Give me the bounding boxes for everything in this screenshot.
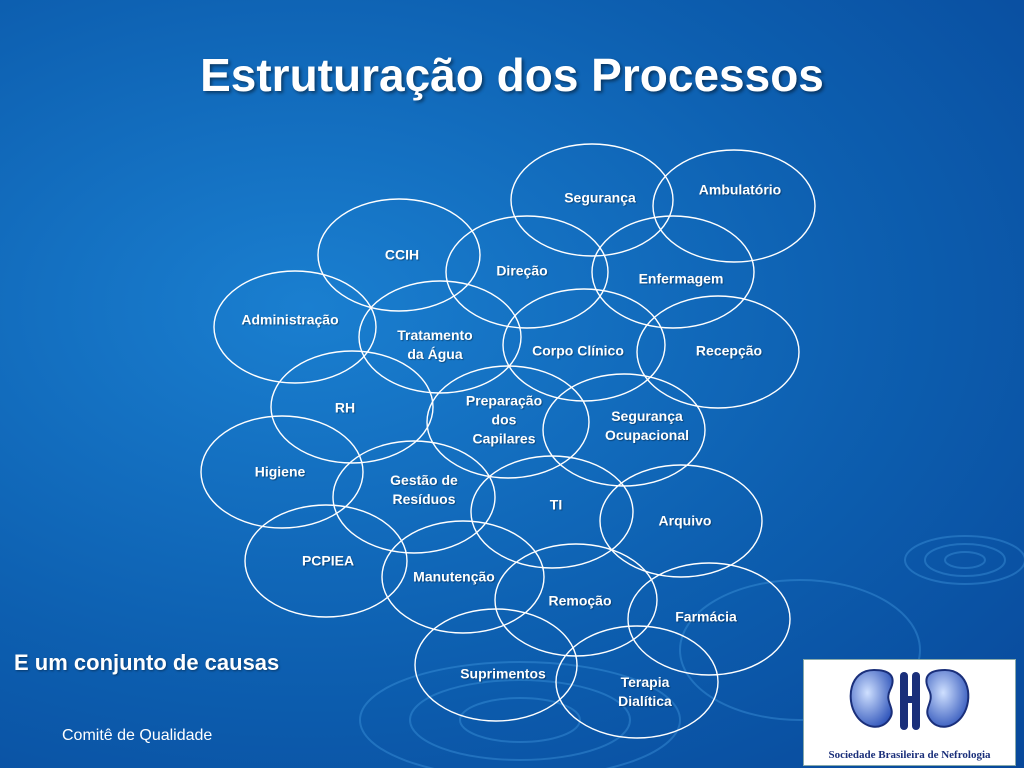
logo-panel: Sociedade Brasileira de Nefrologia (803, 659, 1016, 766)
slide-title: Estruturação dos Processos (200, 49, 824, 101)
process-circle-rh (270, 350, 434, 464)
process-circle-terapia-dialitica (555, 625, 719, 739)
process-circle-manutencao (381, 520, 545, 634)
process-label-manutencao: Manutenção (413, 568, 495, 585)
footer-text: Comitê de Qualidade (62, 727, 213, 744)
process-label-arquivo: Arquivo (658, 512, 712, 529)
process-circle-preparacao-capilares (426, 365, 590, 479)
process-circle-enfermagem (591, 215, 755, 329)
process-label-terapia-dialitica: Terapia Dialítica (618, 674, 672, 709)
process-circle-tratamento-agua (358, 280, 522, 394)
process-circle-direcao (445, 215, 609, 329)
process-label-corpo-clinico: Corpo Clínico (532, 342, 624, 359)
process-label-ambulatorio: Ambulatório (698, 181, 782, 198)
process-label-direcao: Direção (496, 262, 548, 279)
process-label-farmacia: Farmácia (675, 608, 737, 625)
process-label-recepcao: Recepção (695, 342, 763, 359)
nephrology-logo-image (849, 668, 970, 730)
process-circle-ti (470, 455, 634, 569)
process-circle-ambulatorio (652, 149, 816, 263)
process-label-suprimentos: Suprimentos (460, 665, 546, 682)
process-label-ccih: CCIH (384, 246, 420, 263)
process-label-gestao-residuos: Gestão de Resíduos (390, 472, 458, 507)
process-label-ti: TI (549, 496, 563, 513)
process-circle-recepcao (636, 295, 800, 409)
process-label-administracao: Administração (241, 311, 339, 328)
logo-caption: Sociedade Brasileira de Nefrologia (828, 749, 991, 761)
process-label-seguranca: Segurança (564, 189, 636, 206)
process-label-preparacao-capilares: Preparação dos Capilares (465, 392, 543, 447)
slide-subtitle: E um conjunto de causas (14, 650, 280, 675)
process-label-rh: RH (334, 399, 356, 416)
process-label-higiene: Higiene (254, 463, 306, 480)
process-circle-seguranca (510, 143, 674, 257)
process-circle-gestao-residuos (332, 440, 496, 554)
process-label-tratamento-agua: Tratamento da Água (397, 327, 473, 362)
process-circle-suprimentos (414, 608, 578, 722)
process-circle-ccih (317, 198, 481, 312)
process-label-seguranca-ocupacional: Segurança Ocupacional (604, 408, 690, 443)
process-circle-administracao (213, 270, 377, 384)
process-label-remocao: Remoção (548, 592, 612, 609)
process-label-enfermagem: Enfermagem (638, 270, 724, 287)
process-circle-pcpiea (244, 504, 408, 618)
process-label-pcpiea: PCPIEA (301, 552, 355, 569)
process-circle-farmacia (627, 562, 791, 676)
process-circle-arquivo (599, 464, 763, 578)
process-circle-higiene (200, 415, 364, 529)
